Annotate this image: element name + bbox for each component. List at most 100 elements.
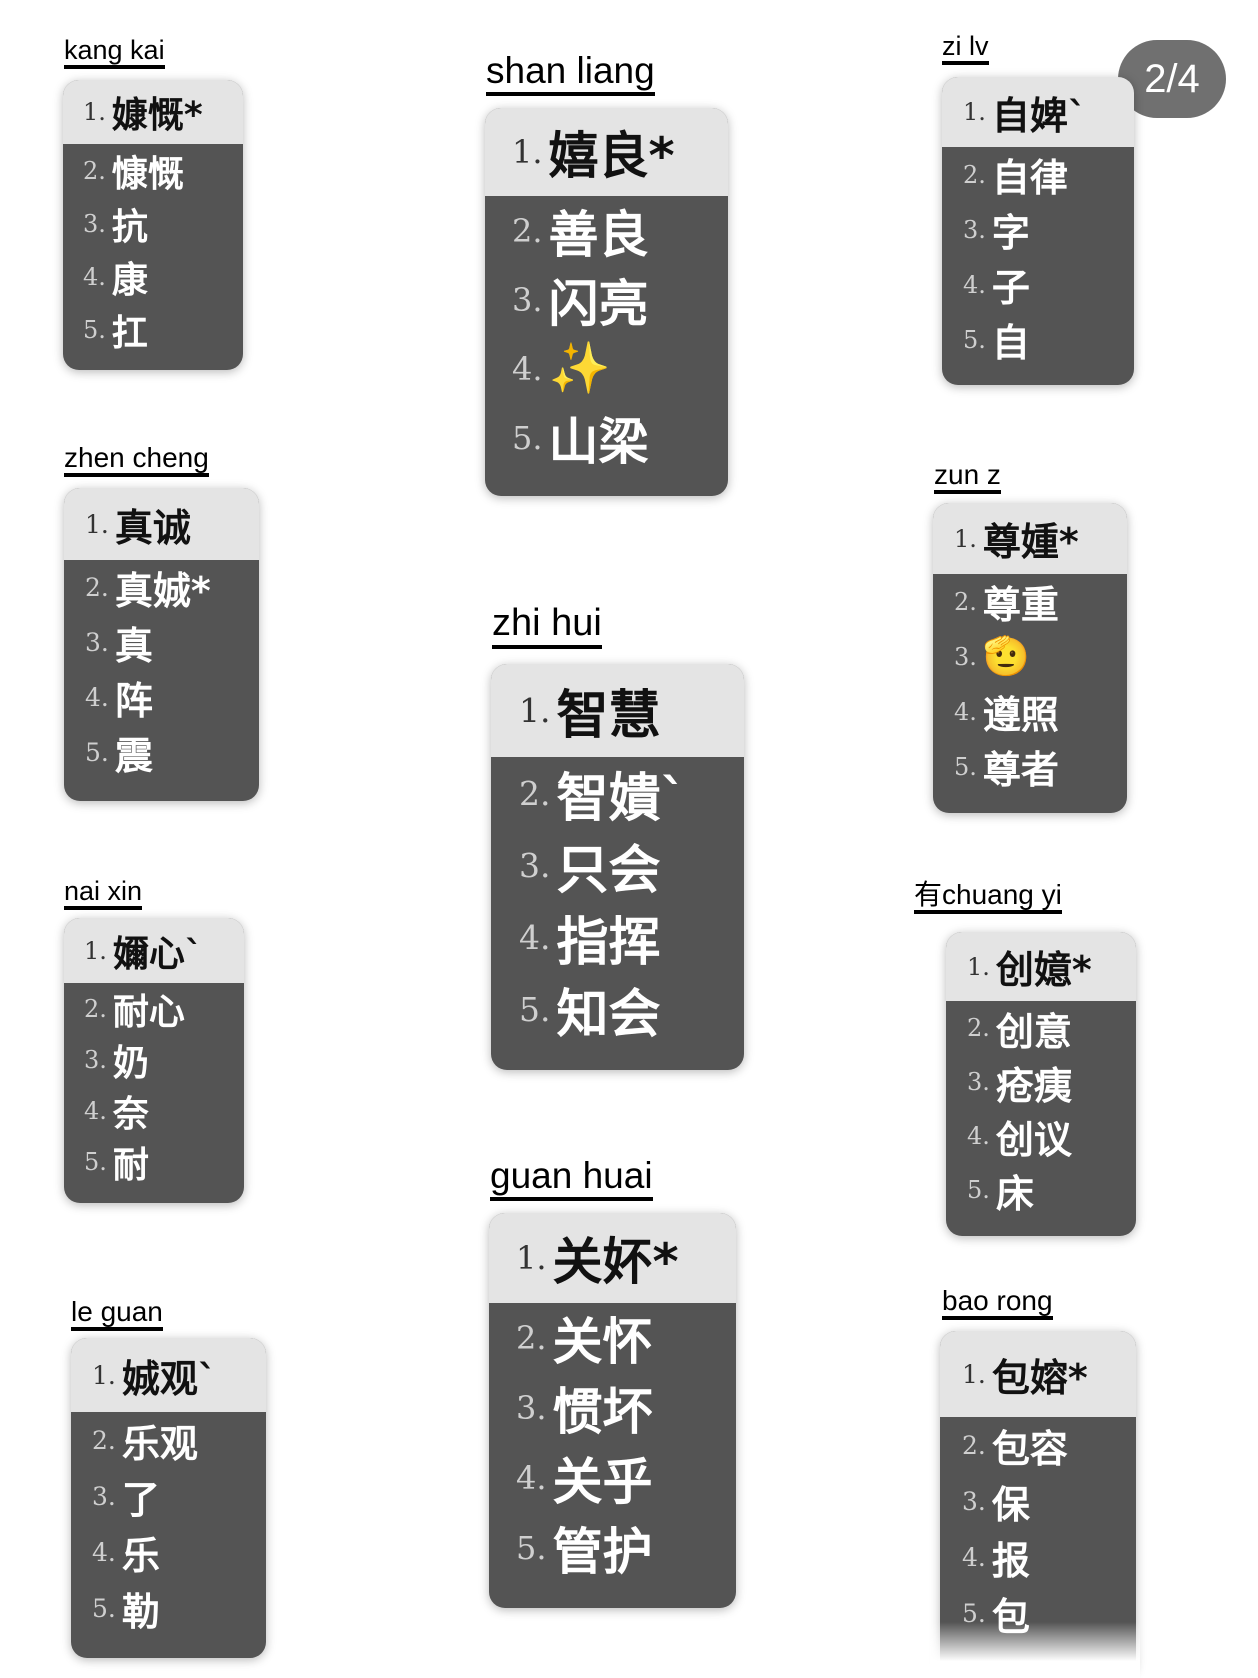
- candidate-text: 字: [991, 211, 1030, 255]
- candidate-number: 1.: [84, 936, 107, 965]
- candidate-text: 嫝慨*: [111, 95, 203, 136]
- candidate-row-selected[interactable]: 1.创嬑*: [946, 932, 1136, 1001]
- candidate-row[interactable]: 5.扛: [63, 303, 243, 356]
- candidate-row[interactable]: 4.乐: [71, 1524, 266, 1580]
- candidate-number: 5.: [963, 325, 986, 354]
- candidate-row-selected[interactable]: 1.包嫆*: [940, 1331, 1136, 1417]
- candidate-number: 4.: [83, 262, 106, 291]
- candidate-text: 疮痍: [995, 1063, 1072, 1108]
- candidate-row-selected[interactable]: 1.嫝慨*: [63, 80, 243, 144]
- candidate-number: 4.: [967, 1122, 990, 1150]
- candidate-row[interactable]: 3.疮痍: [946, 1055, 1136, 1109]
- candidate-row-selected[interactable]: 1.智慧: [491, 664, 744, 757]
- candidate-text: 阵: [114, 679, 153, 723]
- candidate-number: 1.: [967, 952, 990, 981]
- candidate-row-selected[interactable]: 1.自婢`: [942, 77, 1134, 147]
- candidate-row[interactable]: 5.尊者: [933, 739, 1127, 794]
- candidate-number: 5.: [83, 315, 106, 344]
- candidate-number: 3.: [967, 1068, 990, 1096]
- candidate-row[interactable]: 5.耐: [64, 1136, 244, 1187]
- candidate-row[interactable]: 3.奶: [64, 1034, 244, 1085]
- candidate-row[interactable]: 4.阵: [64, 670, 259, 725]
- candidate-row[interactable]: 4.✨: [485, 334, 728, 403]
- candidate-text: 关怀: [552, 1313, 653, 1371]
- candidate-row[interactable]: 2.真娍*: [64, 560, 259, 615]
- candidate-number: 2.: [84, 994, 107, 1023]
- candidate-row[interactable]: 4.创议: [946, 1109, 1136, 1163]
- candidate-row[interactable]: 5.床: [946, 1163, 1136, 1217]
- candidate-number: 3.: [92, 1481, 116, 1511]
- candidate-number: 5.: [967, 1176, 990, 1204]
- candidate-row[interactable]: 2.乐观: [71, 1412, 266, 1468]
- candidate-row[interactable]: 3.了: [71, 1468, 266, 1524]
- candidate-row[interactable]: 2.包容: [940, 1417, 1136, 1473]
- candidate-row[interactable]: 2.慷慨: [63, 144, 243, 197]
- candidate-row[interactable]: 4.康: [63, 250, 243, 303]
- candidate-row-selected[interactable]: 1.真诚: [64, 488, 259, 560]
- pinyin-label: nai xin: [64, 877, 143, 911]
- candidate-row[interactable]: 5.山梁: [485, 403, 728, 472]
- candidate-number: 1.: [92, 1360, 116, 1390]
- candidate-row-selected[interactable]: 1.娍观`: [71, 1338, 266, 1412]
- candidate-row[interactable]: 5.自: [942, 312, 1134, 367]
- candidate-number: 2.: [83, 156, 106, 185]
- candidate-number: 3.: [83, 209, 106, 238]
- candidate-text: 抗: [111, 206, 148, 248]
- candidate-row[interactable]: 2.善良: [485, 196, 728, 265]
- candidate-row[interactable]: 3.只会: [491, 829, 744, 901]
- candidate-number: 4.: [954, 697, 977, 726]
- candidate-number: 1.: [519, 691, 551, 730]
- candidate-row[interactable]: 5.管护: [489, 1513, 736, 1583]
- candidate-row[interactable]: 2.耐心: [64, 983, 244, 1034]
- candidate-row[interactable]: 3.抗: [63, 197, 243, 250]
- candidate-number: 2.: [967, 1014, 990, 1042]
- candidate-row-selected[interactable]: 1.嬭心`: [64, 918, 244, 983]
- candidate-row-selected[interactable]: 1.关妚*: [489, 1213, 736, 1303]
- pinyin-label: 有chuang yi: [914, 880, 1062, 915]
- candidate-row[interactable]: 2.智嬇`: [491, 757, 744, 829]
- candidate-number: 2.: [512, 211, 543, 250]
- candidate-row[interactable]: 4.报: [940, 1529, 1136, 1585]
- candidate-row[interactable]: 2.自律: [942, 147, 1134, 202]
- candidate-row[interactable]: 4.关乎: [489, 1443, 736, 1513]
- candidate-row[interactable]: 3.保: [940, 1473, 1136, 1529]
- candidate-number: 4.: [962, 1542, 986, 1572]
- candidate-row[interactable]: 5.震: [64, 725, 259, 780]
- candidate-number: 2.: [519, 773, 551, 813]
- candidate-row-selected[interactable]: 1.尊媑*: [933, 503, 1127, 574]
- candidate-row[interactable]: 2.关怀: [489, 1303, 736, 1373]
- candidate-row[interactable]: 3.真: [64, 615, 259, 670]
- candidate-row[interactable]: 5.知会: [491, 973, 744, 1045]
- candidate-row[interactable]: 3.惯坏: [489, 1373, 736, 1443]
- candidate-number: 2.: [516, 1319, 547, 1357]
- candidate-number: 5.: [954, 752, 977, 781]
- candidate-text: 🫡: [982, 634, 1031, 678]
- candidate-row-selected[interactable]: 1.嬉良*: [485, 108, 728, 196]
- candidate-row[interactable]: 2.尊重: [933, 574, 1127, 629]
- candidate-row[interactable]: 2.创意: [946, 1001, 1136, 1055]
- candidate-row[interactable]: 3.🫡: [933, 629, 1127, 684]
- candidate-text: 床: [995, 1171, 1034, 1216]
- candidate-row[interactable]: 3.字: [942, 202, 1134, 257]
- candidate-row[interactable]: 3.闪亮: [485, 265, 728, 334]
- candidate-row[interactable]: 4.指挥: [491, 901, 744, 973]
- candidate-text: 了: [121, 1477, 160, 1522]
- candidate-text: 包嫆*: [991, 1355, 1088, 1400]
- candidate-text: 扛: [111, 312, 148, 354]
- candidate-number: 1.: [83, 98, 106, 126]
- candidate-row[interactable]: 4.子: [942, 257, 1134, 312]
- candidate-text: 耐心: [112, 991, 185, 1033]
- candidate-number: 1.: [516, 1239, 547, 1277]
- candidate-row[interactable]: 4.奈: [64, 1085, 244, 1136]
- candidate-text: 尊媑*: [982, 520, 1079, 564]
- candidate-text: 知会: [556, 984, 661, 1045]
- pinyin-label: zun z: [934, 460, 1001, 495]
- candidate-row[interactable]: 5.勒: [71, 1580, 266, 1636]
- candidate-text: 真娍*: [114, 569, 211, 613]
- candidate-text: 包容: [991, 1426, 1068, 1471]
- candidate-number: 2.: [963, 160, 986, 189]
- candidate-number: 4.: [92, 1537, 116, 1567]
- candidate-row[interactable]: 4.遵照: [933, 684, 1127, 739]
